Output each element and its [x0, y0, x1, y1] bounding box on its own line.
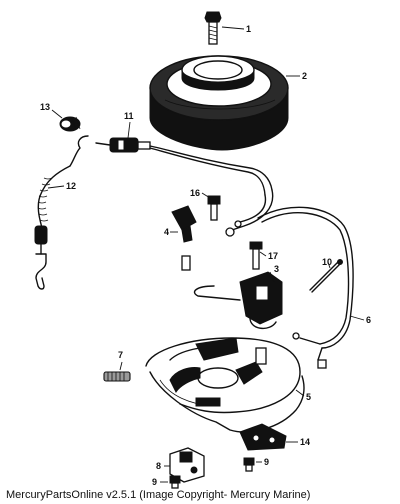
wiring-harness	[225, 189, 354, 369]
part-10-pin	[309, 259, 343, 293]
part-7-spring	[103, 371, 131, 382]
callout-17: 17	[268, 251, 279, 261]
part-14-plate	[239, 423, 287, 451]
part-2-cover	[149, 55, 289, 151]
callout-16: 16	[190, 188, 201, 198]
part-16-bolt	[207, 195, 221, 221]
part-4-cap	[171, 205, 197, 271]
part-17-bolt	[249, 241, 263, 270]
callout-3: 3	[274, 264, 280, 274]
part-5-plate	[145, 337, 305, 433]
callout-14: 14	[300, 437, 311, 447]
callout-6: 6	[366, 315, 372, 325]
part-8-bracket	[169, 447, 205, 483]
copyright-footer: MercuryPartsOnline v2.5.1 (Image Copyrig…	[6, 489, 311, 501]
part-9-screw-a	[243, 457, 255, 472]
callout-8: 8	[156, 461, 162, 471]
callout-9b: 9	[152, 477, 158, 487]
callout-4: 4	[164, 227, 170, 237]
callout-1: 1	[246, 24, 252, 34]
callout-9a: 9	[264, 457, 270, 467]
part-3-coil	[193, 271, 283, 329]
part-11-connector	[95, 137, 273, 196]
callout-13: 13	[40, 102, 51, 112]
part-9-screw-b	[169, 475, 181, 489]
callout-2: 2	[302, 71, 308, 81]
part-1-screw	[204, 11, 222, 45]
callout-5: 5	[306, 392, 312, 402]
callout-10: 10	[322, 257, 333, 267]
part-12-lanyard	[34, 135, 89, 290]
part-13-boot	[59, 116, 81, 132]
callout-11: 11	[124, 111, 134, 121]
callout-leaders	[47, 26, 365, 483]
callout-7: 7	[118, 350, 124, 360]
callout-12: 12	[66, 181, 77, 191]
